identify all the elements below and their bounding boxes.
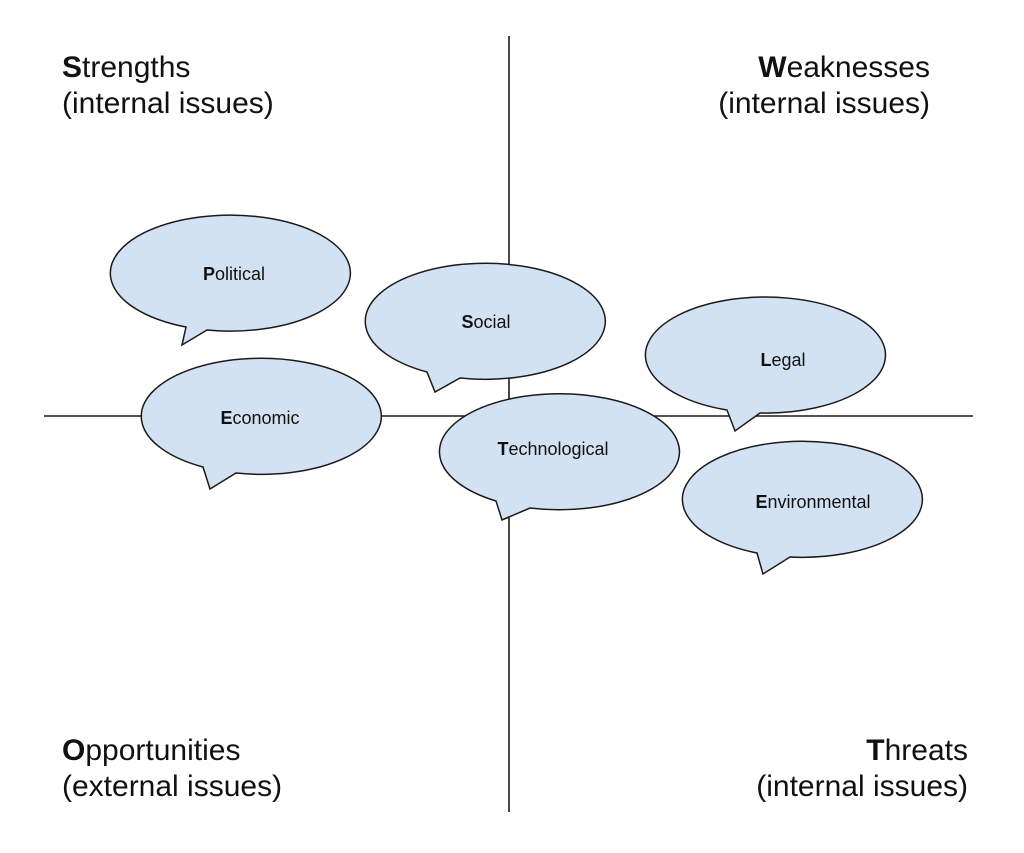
bubble-legal-shape bbox=[644, 296, 887, 433]
bubble-political-label: Political bbox=[203, 264, 265, 284]
bubble-social-shape bbox=[364, 262, 606, 394]
bubble-technological-shape bbox=[438, 393, 681, 522]
bubble-social: Social bbox=[364, 262, 606, 394]
bubble-environmental-shape bbox=[681, 440, 924, 576]
bubble-environmental-label: Environmental bbox=[755, 492, 870, 512]
quadrant-threats: Threats (internal issues) bbox=[756, 733, 968, 805]
quadrant-strengths-title: Strengths bbox=[62, 51, 191, 84]
quadrant-threats-subtitle: (internal issues) bbox=[756, 770, 968, 803]
bubble-technological-label: Technological bbox=[497, 439, 608, 459]
bubble-environmental: Environmental bbox=[681, 440, 924, 576]
quadrant-weaknesses-subtitle: (internal issues) bbox=[718, 87, 930, 120]
bubble-legal-label: Legal bbox=[760, 350, 805, 370]
bubble-economic-shape bbox=[140, 357, 382, 491]
quadrant-opportunities-title: Opportunities bbox=[62, 734, 241, 767]
quadrant-opportunities: Opportunities (external issues) bbox=[62, 733, 282, 805]
bubble-political: Political bbox=[109, 214, 352, 347]
bubble-political-shape bbox=[109, 214, 352, 347]
bubble-economic: Economic bbox=[140, 357, 382, 491]
bubble-legal: Legal bbox=[644, 296, 887, 433]
bubble-economic-label: Economic bbox=[220, 408, 299, 428]
quadrant-threats-title: Threats bbox=[866, 734, 968, 767]
quadrant-weaknesses: Weaknesses (internal issues) bbox=[718, 50, 930, 122]
quadrant-strengths-subtitle: (internal issues) bbox=[62, 87, 274, 120]
bubble-technological: Technological bbox=[438, 393, 681, 522]
quadrant-opportunities-subtitle: (external issues) bbox=[62, 770, 283, 803]
bubble-social-label: Social bbox=[461, 312, 510, 332]
quadrant-strengths: Strengths (internal issues) bbox=[62, 50, 274, 122]
quadrant-weaknesses-title: Weaknesses bbox=[758, 51, 930, 84]
